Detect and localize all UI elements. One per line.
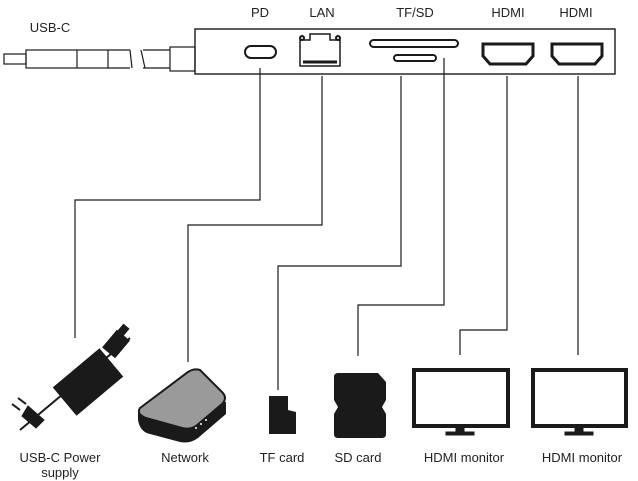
sd-card-icon [334, 373, 386, 438]
monitor-icon [531, 368, 628, 436]
hdmi1-connection-line [459, 76, 508, 355]
pd-port-icon [244, 45, 277, 59]
lan-connection-line [187, 76, 323, 362]
port-label-tf-sd: TF/SD [396, 5, 434, 20]
port-label-hdmi-2: HDMI [559, 5, 593, 20]
port-label-lan: LAN [309, 5, 335, 20]
power-adapter-icon [11, 323, 131, 431]
hdmi-port-icon [481, 42, 535, 66]
port-label-hdmi-1: HDMI [491, 5, 525, 20]
tf-card-icon [269, 396, 296, 434]
usb-c-cable-icon [3, 46, 196, 72]
hub-body [194, 28, 616, 75]
device-label-network: Network [161, 450, 209, 465]
sd-connection-line [357, 58, 445, 356]
port-label-pd: PD [250, 5, 270, 20]
device-label-hdmi-monitor-2: HDMI monitor [541, 450, 623, 465]
tf-connection-line [277, 76, 402, 390]
pd-connection-line [74, 68, 261, 338]
usb-c-cable-label: USB-C [29, 20, 71, 35]
router-icon [137, 368, 226, 443]
sd-slot-icon [369, 39, 459, 48]
device-label-power-supply: USB-C Power supply [19, 450, 101, 480]
lan-port-icon [299, 33, 341, 67]
monitor-icon [412, 368, 510, 436]
device-label-tf-card: TF card [259, 450, 305, 465]
device-label-sd-card: SD card [334, 450, 382, 465]
device-label-hdmi-monitor-1: HDMI monitor [423, 450, 505, 465]
tf-slot-icon [393, 54, 437, 62]
hdmi-port-icon [550, 42, 604, 66]
